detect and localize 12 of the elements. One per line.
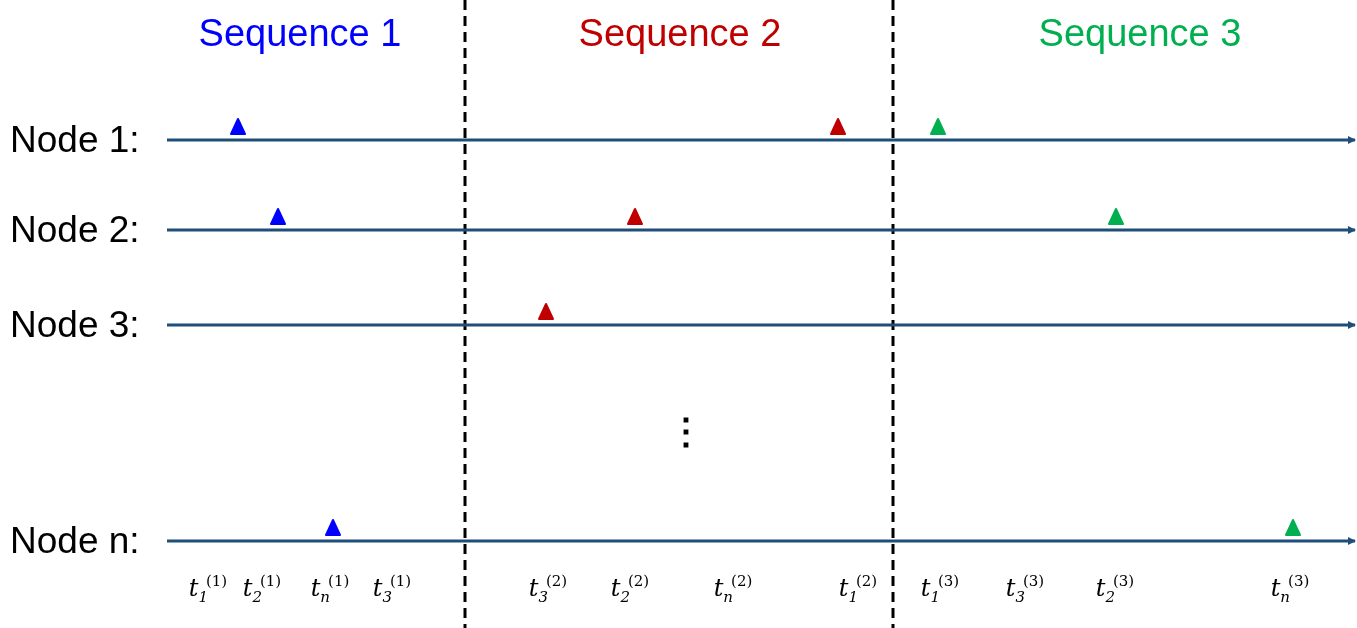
sequence-heading: Sequence 3 [1038,12,1242,55]
timeline-arrow [167,537,1356,545]
sequence-heading: Sequence 2 [578,12,782,55]
node-label: Node 2: [10,208,167,252]
node-label: Node n: [10,519,167,563]
timeline-arrow [167,226,1356,234]
timeline-arrow [167,136,1356,144]
sequence-heading: Sequence 1 [198,12,402,55]
timeline-arrow [167,321,1356,329]
vertical-ellipsis: ⋮ [668,414,704,450]
node-label: Node 3: [10,303,167,347]
node-label: Node 1: [10,118,167,162]
